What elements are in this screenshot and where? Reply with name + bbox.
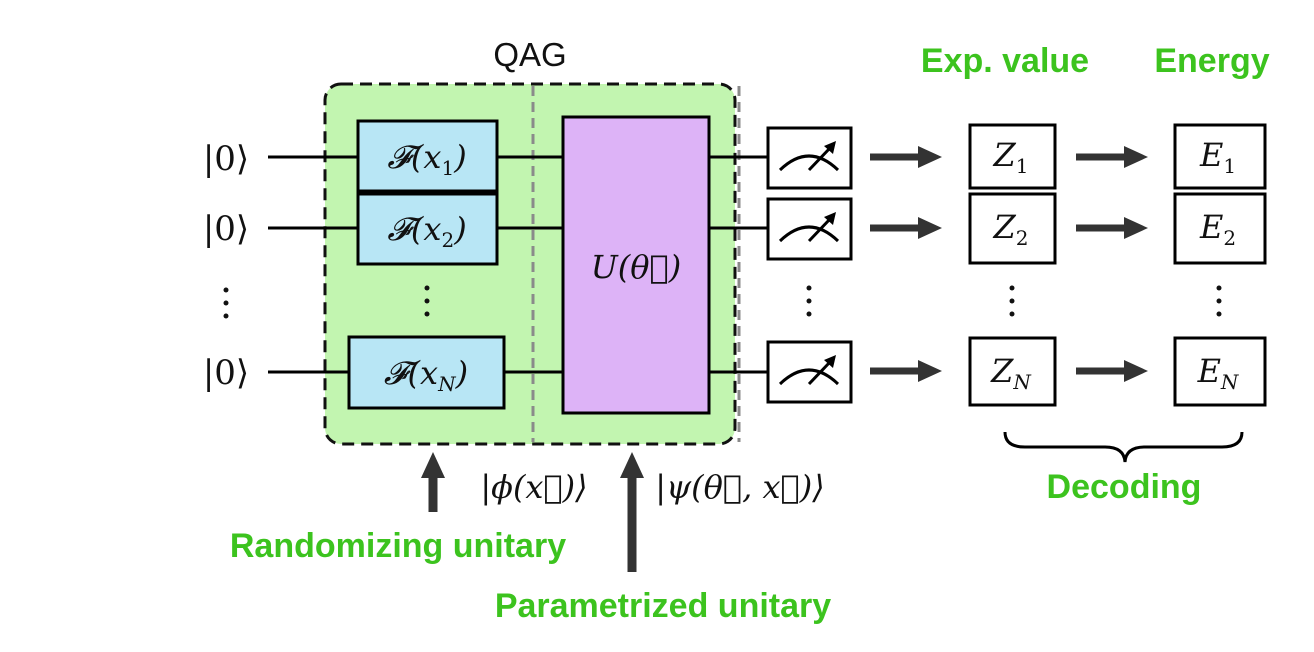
energy-label-1: E1 bbox=[1199, 136, 1236, 178]
expectation-label-1: Z1 bbox=[993, 136, 1029, 178]
encoder-box-2 bbox=[356, 192, 499, 266]
expectation-box-n bbox=[968, 336, 1057, 407]
decoding-label: Decoding bbox=[1047, 468, 1202, 506]
input-dots bbox=[223, 287, 229, 319]
expectation-label-n: ZN bbox=[990, 352, 1032, 394]
encoder-dots bbox=[424, 285, 430, 317]
energy-box-1 bbox=[1173, 123, 1267, 190]
randomizing-unitary-label: Randomizing unitary bbox=[230, 527, 566, 565]
encoder-box-n bbox=[347, 335, 506, 410]
expectation-box-2 bbox=[968, 192, 1057, 265]
energy-dots bbox=[1216, 285, 1222, 317]
arrows-to-expectation bbox=[870, 146, 942, 382]
qag-title: QAG bbox=[493, 36, 566, 73]
energy-box-n bbox=[1173, 336, 1267, 407]
energy-label-n: EN bbox=[1197, 352, 1240, 394]
qubit-wires bbox=[268, 155, 768, 374]
input-ket-1: |0⟩ bbox=[203, 139, 249, 179]
measurement-n bbox=[766, 340, 853, 404]
energy-label-2: E2 bbox=[1199, 208, 1236, 250]
arrows-to-energy bbox=[1076, 146, 1148, 382]
encoder-label-2: 𝓕(x2) bbox=[387, 210, 466, 252]
input-ket-2: |0⟩ bbox=[203, 209, 249, 249]
expectation-dots bbox=[1009, 285, 1015, 317]
randomizing-arrow bbox=[421, 452, 445, 512]
parametrized-arrow bbox=[620, 452, 644, 572]
expectation-label-2: Z2 bbox=[993, 208, 1029, 250]
decoding-brace bbox=[1003, 431, 1244, 463]
exp-value-header: Exp. value bbox=[921, 42, 1089, 80]
encoder-box-1 bbox=[356, 119, 499, 193]
unitary-box bbox=[561, 115, 711, 415]
state-psi-label: |ψ(θ⃗, x⃗)⟩ bbox=[655, 468, 824, 506]
measurement-1 bbox=[766, 126, 853, 190]
encoder-label-1: 𝓕(x1) bbox=[387, 138, 466, 180]
state-phi-label: |ϕ(x⃗)⟩ bbox=[480, 468, 587, 506]
measurement-2 bbox=[766, 197, 853, 261]
measurement-dots bbox=[806, 285, 812, 317]
energy-box-2 bbox=[1173, 192, 1267, 265]
energy-header: Energy bbox=[1154, 42, 1269, 80]
input-ket-n: |0⟩ bbox=[203, 353, 249, 393]
unitary-label: U(θ⃗) bbox=[591, 248, 681, 286]
parametrized-unitary-label: Parametrized unitary bbox=[495, 587, 831, 625]
expectation-box-1 bbox=[968, 123, 1057, 190]
encoder-label-n: 𝓕(xN) bbox=[384, 354, 468, 396]
